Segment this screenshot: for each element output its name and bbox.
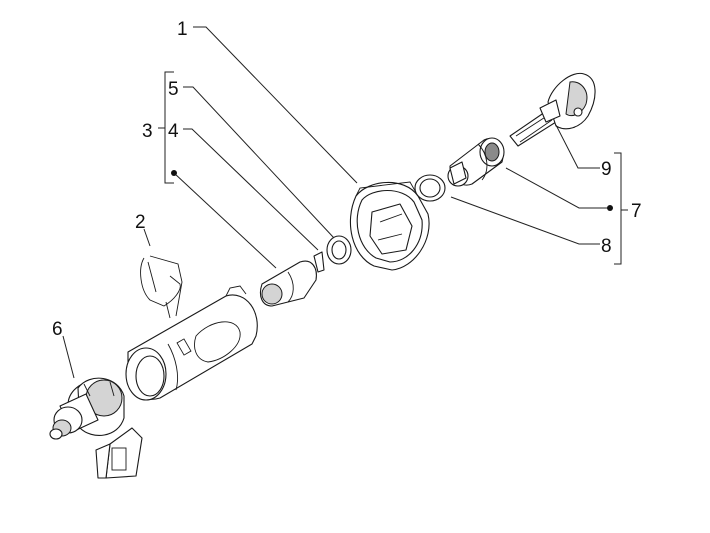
callout-3: 3 <box>142 121 153 142</box>
callout-1: 1 <box>177 19 188 40</box>
callout-7: 7 <box>631 201 642 222</box>
callout-9: 9 <box>601 159 612 180</box>
callout-2: 2 <box>135 212 146 233</box>
bullet-dot-7 <box>607 205 613 211</box>
callout-5: 5 <box>168 79 179 100</box>
bullet-dot-3 <box>171 170 177 176</box>
leader-lines <box>62 26 628 379</box>
callout-6: 6 <box>52 319 63 340</box>
part-6-lock-housing <box>49 377 143 479</box>
part-latch-pin <box>259 251 325 307</box>
callout-8: 8 <box>601 236 612 257</box>
part-9-key <box>509 72 596 147</box>
callout-4: 4 <box>168 121 179 142</box>
part-cylinder-sleeve <box>125 285 258 401</box>
part-2-spring-clip <box>140 255 183 319</box>
part-5-washer <box>326 235 352 265</box>
part-7-lock-barrel <box>447 137 505 187</box>
part-8-ring <box>414 174 446 202</box>
part-1-cover-bezel <box>349 181 430 271</box>
